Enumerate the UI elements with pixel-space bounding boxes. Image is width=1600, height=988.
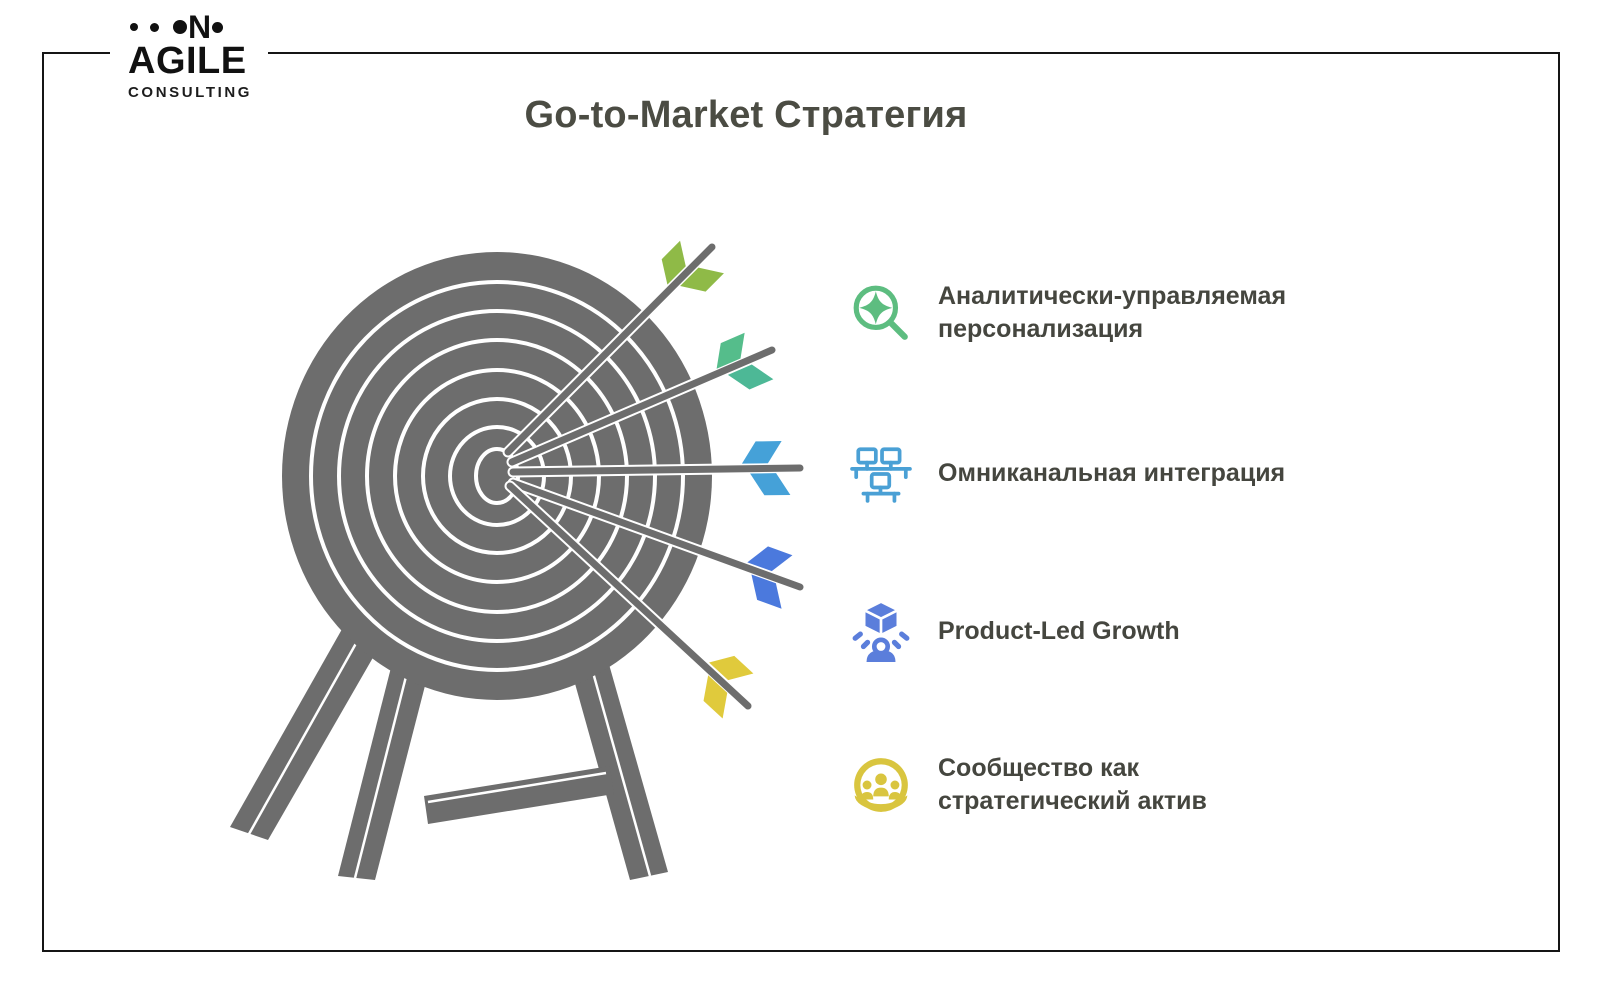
- strategy-item-label: Product-Led Growth: [938, 616, 1180, 645]
- strategy-item-label: Аналитически-управляемая персонализация: [938, 282, 1287, 343]
- sparkle-magnifier-icon: [850, 282, 912, 344]
- arrows: [502, 240, 806, 719]
- target-board: [282, 252, 712, 700]
- strategy-item-omnichannel: Омниканальная интеграция: [850, 442, 1378, 504]
- brand-subtitle: CONSULTING: [128, 83, 253, 101]
- slide-border: [42, 52, 1560, 952]
- brand-logo: N AGILE CONSULTING: [110, 4, 269, 107]
- arrow-fletching-lightblue: [741, 441, 791, 496]
- networked-computers-icon: [850, 442, 912, 504]
- strategy-item-label: Сообщество как стратегический актив: [938, 754, 1207, 815]
- logo-dot-icon: [212, 21, 224, 33]
- logo-dot-icon: [173, 20, 187, 34]
- strategy-item-product-led-growth: Product-Led Growth: [850, 600, 1180, 662]
- page-title: Go-to-Market Стратегия: [524, 94, 968, 136]
- target-stand: [230, 615, 668, 880]
- logo-dot-icon: [130, 23, 138, 31]
- arrow-fletching-yellow: [703, 655, 754, 719]
- strategy-item-community: Сообщество как стратегический актив: [850, 752, 1238, 817]
- brand-logo-dots: N: [130, 9, 252, 45]
- arrow-fletching-yellowgreen: [661, 240, 724, 292]
- arrow-fletching-green: [716, 332, 774, 390]
- target-illustration: [230, 240, 806, 880]
- brand-name: AGILE: [128, 40, 247, 82]
- cube-over-user-icon: [850, 600, 912, 662]
- logo-dot-icon: [150, 22, 159, 32]
- strategy-item-label: Омниканальная интеграция: [938, 458, 1286, 487]
- strategy-item-personalization: Аналитически-управляемая персонализация: [850, 280, 1318, 345]
- brand-mark: N: [188, 9, 211, 45]
- arrow-fletching-blue: [747, 546, 793, 609]
- community-people-icon: [850, 754, 912, 816]
- arrow-shafts: [502, 241, 806, 712]
